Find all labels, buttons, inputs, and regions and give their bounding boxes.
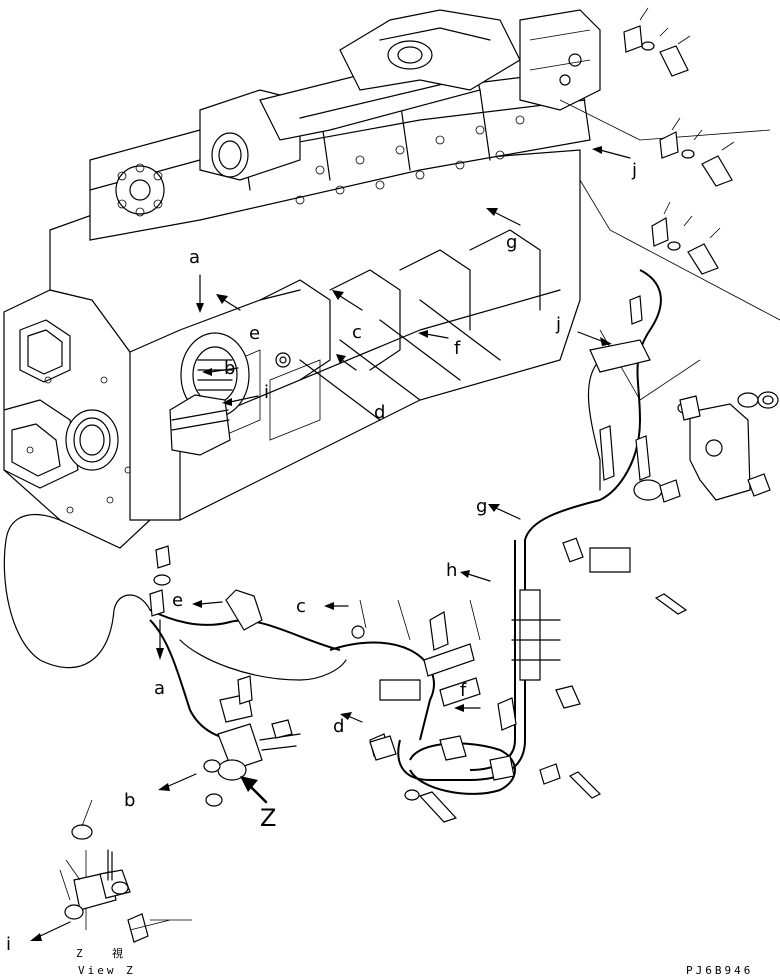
- wiring-harness-left: [3, 513, 397, 807]
- callout-labels: a b c d e f g i j j g h e c a f d b Z i …: [6, 160, 753, 977]
- label-a-bottom: a: [154, 678, 165, 699]
- bolt-set-3: [651, 201, 721, 275]
- label-c-bottom: c: [296, 596, 306, 617]
- label-b-top: b: [224, 358, 235, 379]
- view-z-jp-label: 視: [112, 946, 126, 960]
- label-i-top: i: [264, 382, 269, 403]
- direction-arrows: [30, 146, 631, 941]
- label-e-bottom: e: [172, 590, 183, 611]
- label-a-top: a: [189, 247, 200, 268]
- label-f-bottom: f: [460, 680, 467, 701]
- label-f-top: f: [454, 338, 461, 359]
- view-z-jp-letter: Z: [76, 947, 86, 960]
- label-e-top: e: [249, 323, 260, 344]
- bolt-set-2: [659, 117, 735, 187]
- engine-block: [3, 9, 601, 549]
- wiring-harness-right: [329, 269, 779, 823]
- label-j-bottom: j: [555, 314, 561, 335]
- drawing-code: PJ6B946: [686, 964, 753, 977]
- label-h: h: [446, 560, 457, 581]
- label-g-top: g: [506, 232, 517, 253]
- view-z-caption: View Z: [78, 964, 136, 977]
- label-g-bottom: g: [476, 496, 487, 517]
- view-z-inset: [59, 799, 192, 943]
- label-d-bottom: d: [333, 716, 344, 737]
- label-d-top: d: [374, 402, 385, 423]
- label-c-top: c: [352, 322, 362, 343]
- label-b-bottom: b: [124, 790, 135, 811]
- label-j-top: j: [631, 160, 637, 181]
- label-z: Z: [260, 804, 276, 832]
- label-i-bottom: i: [6, 934, 11, 955]
- bolt-set-1: [623, 7, 691, 77]
